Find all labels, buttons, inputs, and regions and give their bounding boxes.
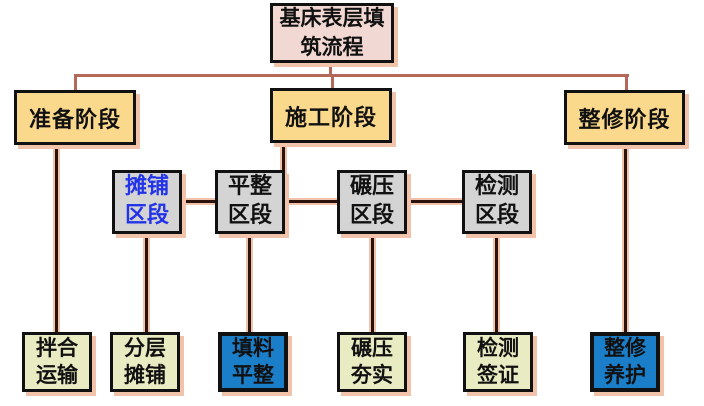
connector-stub-construction [331, 77, 334, 89]
stage-refinish: 整修阶段 [564, 90, 685, 145]
connector-title-stub [329, 62, 332, 74]
section-paving: 摊铺 区段 [112, 170, 182, 234]
connector-inspection-to-visa [493, 234, 500, 333]
step-repair-curing: 整修 养护 [590, 332, 660, 392]
step-inspection-visa: 检测 签证 [463, 332, 533, 392]
connector-stub-refinish [625, 77, 628, 91]
connector-paving-to-layered [143, 234, 150, 333]
connector-leveling-to-fill [246, 234, 253, 333]
section-inspection: 检测 区段 [462, 170, 532, 234]
section-leveling: 平整 区段 [215, 170, 285, 234]
connector-rolling-inspection [405, 198, 464, 205]
step-fill-leveling: 填料 平整 [218, 332, 288, 392]
stage-prepare: 准备阶段 [14, 90, 136, 145]
connector-paving-leveling [180, 198, 217, 205]
step-rolling-compaction: 碾压 夯实 [337, 332, 407, 392]
connector-refinish-to-curing [622, 145, 629, 333]
title-box: 基床表层填 筑流程 [270, 3, 394, 63]
stage-construction: 施工阶段 [270, 88, 392, 143]
connector-prepare-to-mix [53, 145, 60, 333]
connector-top-horizontal [74, 74, 629, 77]
section-rolling: 碾压 区段 [337, 170, 407, 234]
connector-rolling-to-compaction [369, 234, 376, 333]
step-layered-paving: 分层 摊铺 [110, 332, 180, 392]
connector-stub-prepare [74, 77, 77, 91]
connector-leveling-rolling [283, 198, 341, 205]
step-mix-transport: 拌合 运输 [22, 332, 92, 392]
